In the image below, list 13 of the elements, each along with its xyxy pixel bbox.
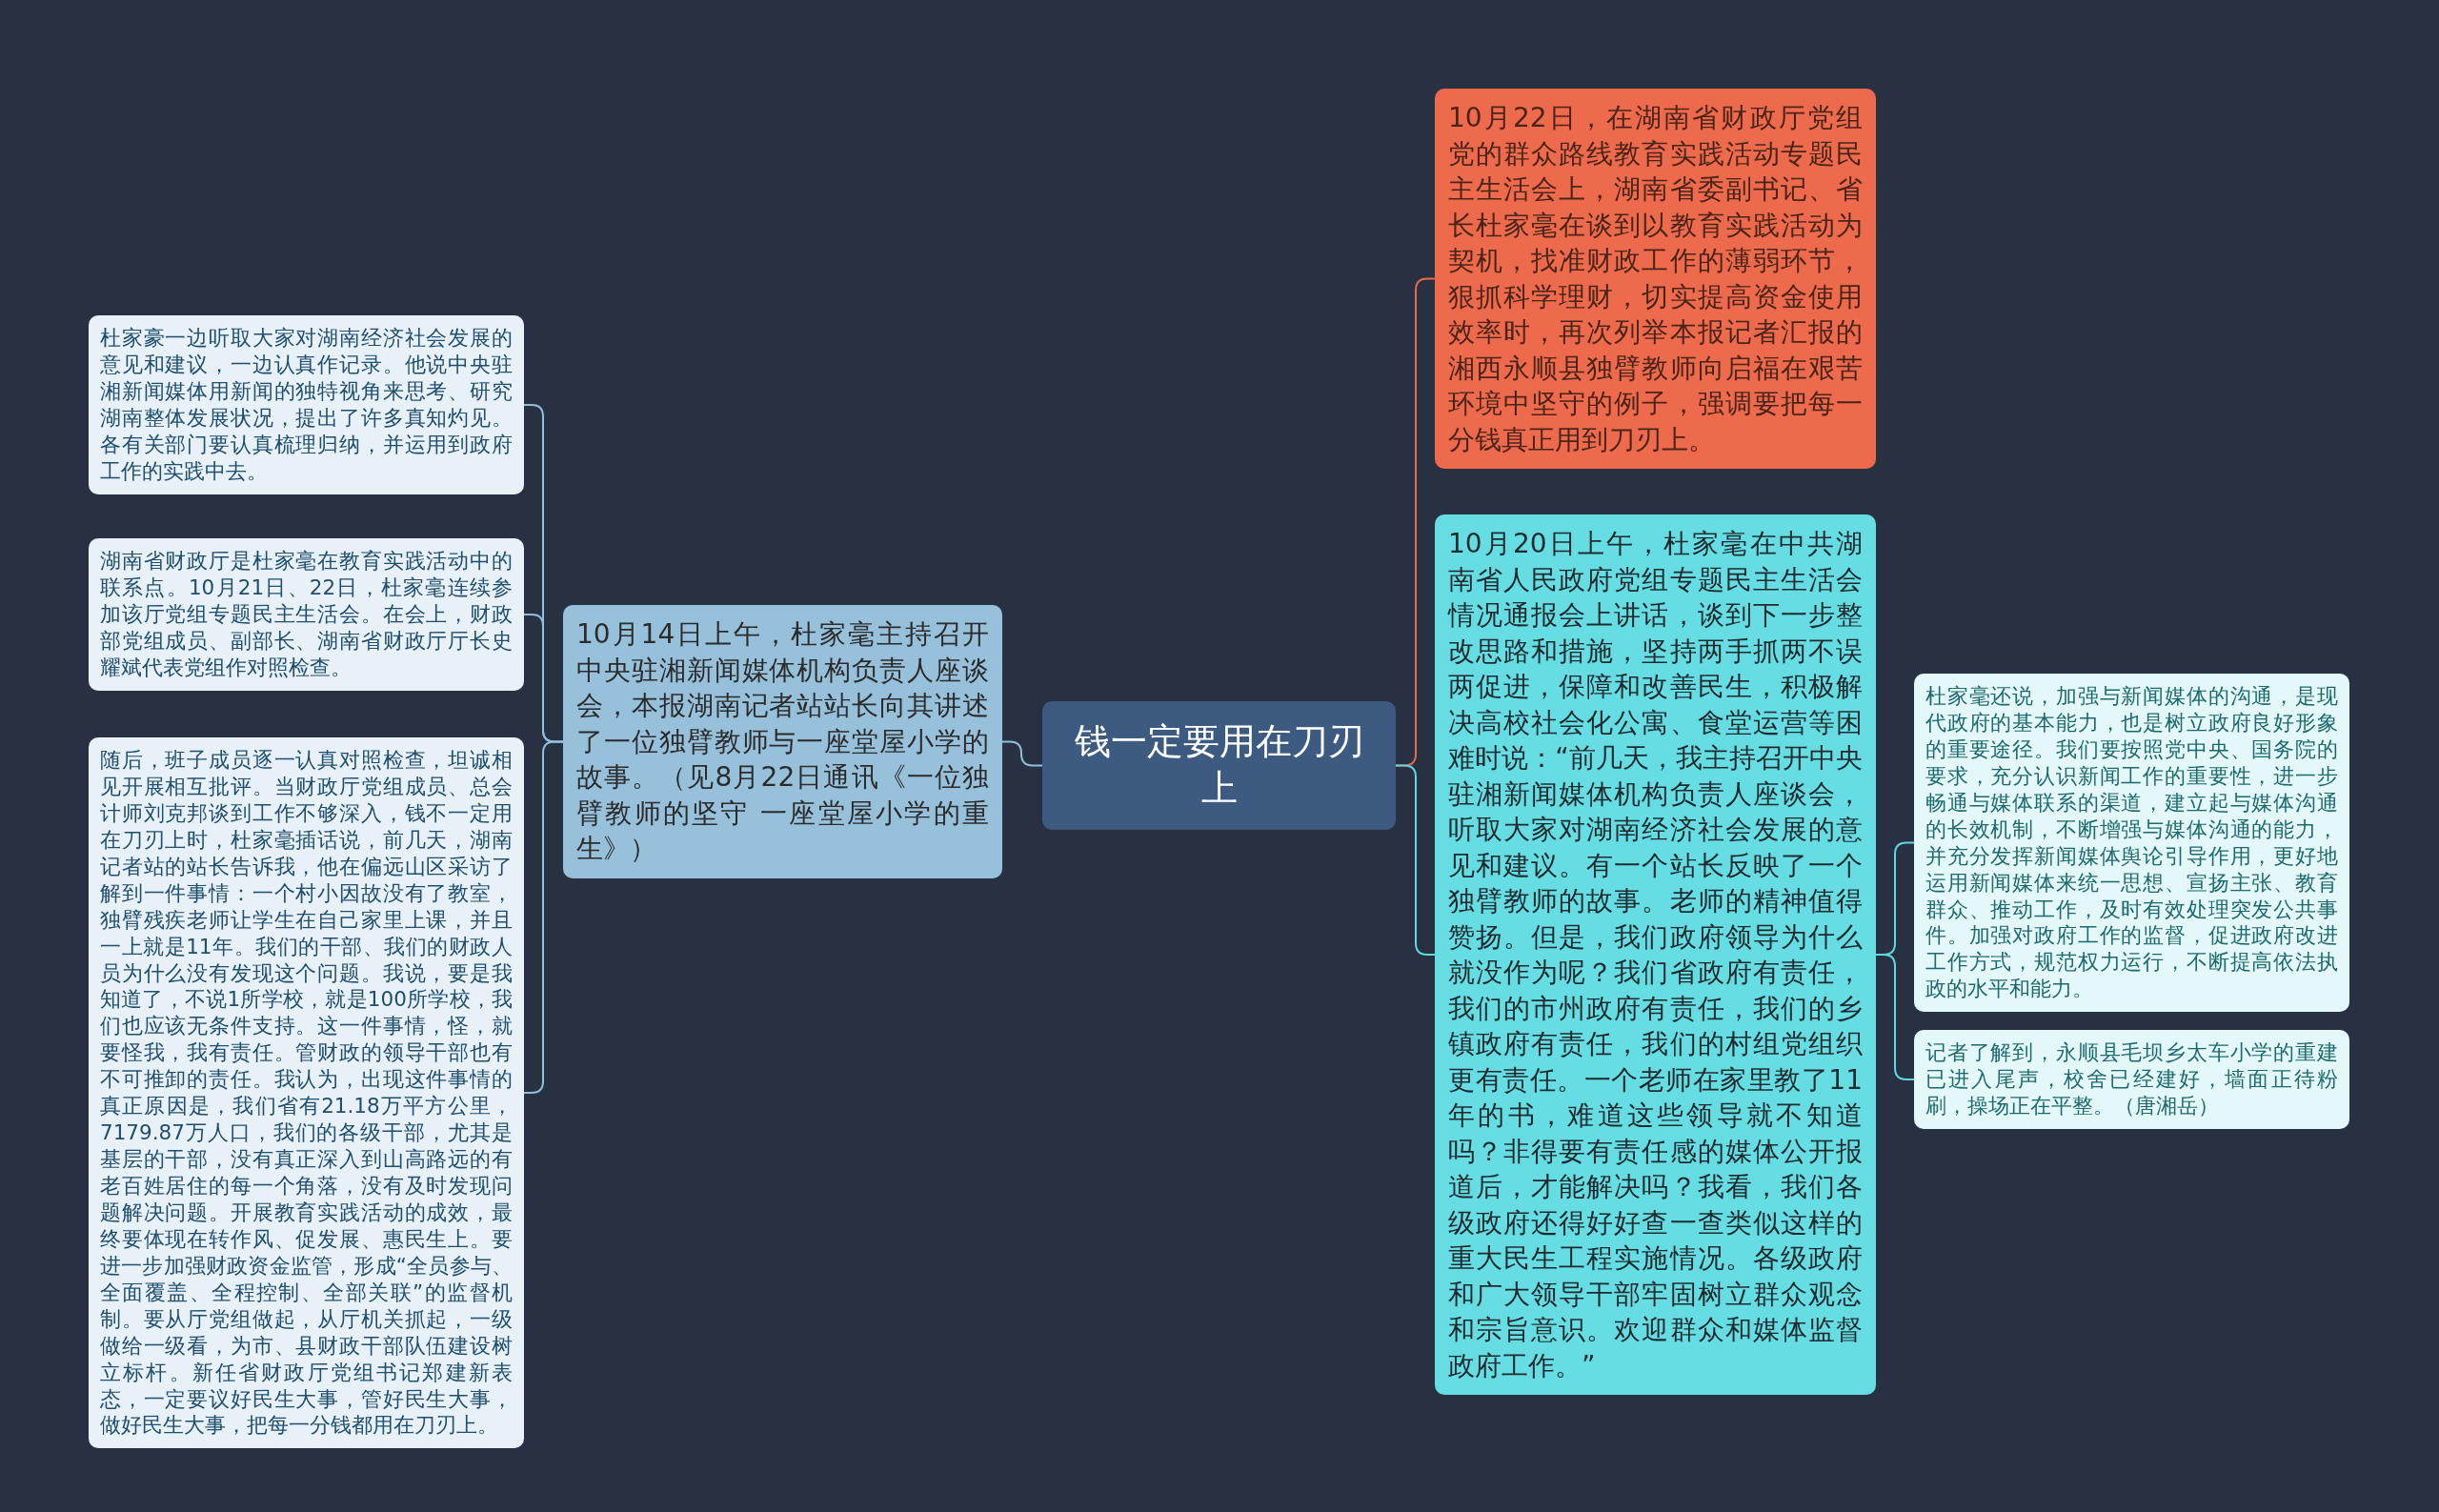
subtopic-box: 杜家豪一边听取大家对湖南经济社会发展的意见和建议，一边认真作记录。他说中央驻湘新闻媒体用新闻的独特视角来思考、研究湖南整体发展状况，提出了许多真知灼见。各有关部门要认真梳理归纳，并运用到政府工作的实践中去。	[89, 315, 524, 494]
topic-box: 10月22日，在湖南省财政厅党组党的群众路线教育实践活动专题民主生活会上，湖南省委副书记、省长杜家毫在谈到以教育实践活动为契机，找准财政工作的薄弱环节，狠抓科学理财，切实提高资金使用效率时，再次列举本报记者汇报的湘西永顺县独臂教师向启福在艰苦环境中坚守的例子，强调要把每一分钱真正用到刀刃上。	[1435, 89, 1876, 470]
connector-line	[1875, 954, 1915, 1080]
topic-box: 10月14日上午，杜家毫主持召开中央驻湘新闻媒体机构负责人座谈会，本报湖南记者站站长向其讲述了一位独臂教师与一座堂屋小学的故事。（见8月22日通讯《一位独臂教师的坚守 一座堂屋小学的重生》）	[563, 605, 1002, 878]
connector-line	[1395, 764, 1436, 956]
central-topic-box: 钱一定要用在刀刃上	[1042, 701, 1396, 830]
subtopic-box: 杜家毫还说，加强与新闻媒体的沟通，是现代政府的基本能力，也是树立政府良好形象的重要途径。我们要按照党中央、国务院的要求，充分认识新闻工作的重要性，进一步畅通与媒体联系的渠道，建立起与媒体沟通的长效机制，不断增强与媒体沟通的能力，并充分发挥新闻媒体舆论引导作用，更好地运用新闻媒体来统一思想、宣扬主张、教育群众、推动工作，及时有效处理突发公共事件。加强对政府工作的监督，促进政府改进工作方式，规范权力运行，不断提高依法执政的水平和能力。	[1914, 674, 2349, 1013]
connector-line	[1001, 740, 1043, 767]
subtopic-box: 湖南省财政厅是杜家毫在教育实践活动中的联系点。10月21日、22日，杜家毫连续参加该厅党组专题民主生活会。在会上，财政部党组成员、副部长、湖南省财政厅厅长史耀斌代表党组作对照检查。	[89, 538, 524, 691]
connector-line	[523, 740, 564, 1094]
subtopic-box: 随后，班子成员逐一认真对照检查，坦诚相见开展相互批评。当财政厅党组成员、总会计师刘克邦谈到工作不够深入，钱不一定用在刀刃上时，杜家毫插话说，前几天，湖南记者站的站长告诉我，他在偏远山区采访了解到一件事情：一个村小因故没有了教室，独臂残疾老师让学生在自己家里上课，并且一上就是11年。我们的干部、我们的财政人员为什么没有发现这个问题。我说，要是我知道了，不说1所学校，就是100所学校，我们也应该无条件支持。这一件事情，怪，就要怪我，我有责任。管财政的领导干部也有不可推卸的责任。我认为，出现这件事情的真正原因是，我们省有21.18万平方公里，7179.87万人口，我们的各级干部，尤其是基层的干部，没有真正深入到山高路远的有老百姓居住的每一个角落，没有及时发现问题解决问题。开展教育实践活动的成效，最终要体现在转作风、促发展、惠民生上。要进一步加强财政资金监管，形成“全员参与、全面覆盖、全程控制、全部关联”的监督机制。要从厅党组做起，从厅机关抓起，一级做给一级看，为市、县财政干部队伍建设树立标杆。新任省财政厅党组书记郑建新表态，一定要议好民生大事，管好民生大事，做好民生大事，把每一分钱都用在刀刃上。	[89, 737, 524, 1449]
subtopic-box: 记者了解到，永顺县毛坝乡太车小学的重建已进入尾声，校舍已经建好，墙面正待粉刷，操场正在平整。（唐湘岳）	[1914, 1030, 2349, 1129]
topic-box: 10月20日上午，杜家毫在中共湖南省人民政府党组专题民主生活会情况通报会上讲话，谈到下一步整改思路和措施，坚持两手抓两不误两促进，保障和改善民生，积极解决高校社会化公寓、食堂运营等困难时说：“前几天，我主持召开中央驻湘新闻媒体机构负责人座谈会，听取大家对湖南经济社会发展的意见和建议。有一个站长反映了一个独臂教师的故事。老师的精神值得赞扬。但是，我们政府领导为什么就没作为呢？我们省政府有责任，我们的市州政府有责任，我们的乡镇政府有责任，我们的村组党组织更有责任。一个老师在家里教了11年的书，难道这些领导就不知道吗？非得要有责任感的媒体公开报道后，才能解决吗？我看，我们各级政府还得好好查一查类似这样的重大民生工程实施情况。各级政府和广大领导干部牢固树立群众观念和宗旨意识。欢迎群众和媒体监督政府工作。”	[1435, 514, 1876, 1396]
